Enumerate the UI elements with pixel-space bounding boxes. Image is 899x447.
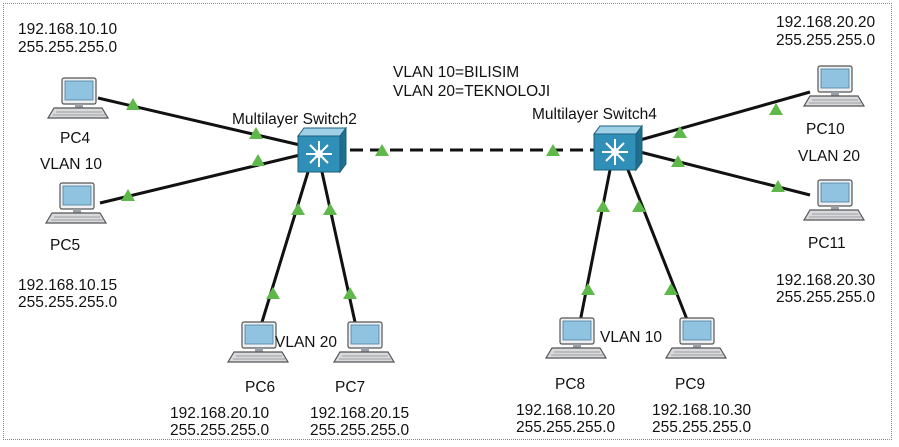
vlan-legend: VLAN 10=BILISIM VLAN 20=TEKNOLOJI xyxy=(393,64,550,100)
pc9-mask: 255.255.255.0 xyxy=(652,419,752,436)
pc8[interactable]: PC8 192.168.10.20 255.255.255.0 xyxy=(516,317,616,436)
pc11[interactable]: PC11 192.168.20.30 255.255.255.0 xyxy=(776,179,876,306)
pc9-name: PC9 xyxy=(675,376,705,393)
pc7-ip: 192.168.20.15 xyxy=(310,405,409,422)
link-up-icon xyxy=(323,203,337,215)
link-up-icon xyxy=(266,287,280,299)
pc-icon xyxy=(665,317,727,359)
legend-vlan20: VLAN 20=TEKNOLOJI xyxy=(393,83,550,100)
pc11-mask: 255.255.255.0 xyxy=(776,289,876,306)
pc9[interactable]: PC9 192.168.10.30 255.255.255.0 xyxy=(652,317,752,436)
pc11-ip: 192.168.20.30 xyxy=(776,272,876,289)
link-pc7-switch2 xyxy=(320,171,357,323)
pc5-name: PC5 xyxy=(50,237,80,254)
pc7-mask: 255.255.255.0 xyxy=(310,422,410,439)
legend-vlan10: VLAN 10=BILISIM xyxy=(393,64,519,81)
link-up-icon xyxy=(343,287,357,299)
vlan-label-bottom-right: VLAN 10 xyxy=(600,329,662,346)
pc-icon xyxy=(803,65,865,107)
pc7[interactable]: PC7 192.168.20.15 255.255.255.0 xyxy=(310,321,410,439)
pc10-name: PC10 xyxy=(806,121,845,138)
pc10[interactable]: 192.168.20.20 255.255.255.0 PC10 xyxy=(776,14,876,138)
links xyxy=(97,90,811,323)
pc11-name: PC11 xyxy=(808,235,846,252)
pc10-ip: 192.168.20.20 xyxy=(776,14,876,31)
vlan-label-right: VLAN 20 xyxy=(798,148,860,165)
pc4-ip: 192.168.10.10 xyxy=(18,21,118,38)
pc4-mask: 255.255.255.0 xyxy=(18,39,118,56)
vlan-label-bottom-left: VLAN 20 xyxy=(275,334,337,351)
link-pc9-switch4 xyxy=(626,169,690,323)
pc4-name: PC4 xyxy=(60,130,91,147)
link-pc6-switch2 xyxy=(260,171,310,323)
pc-icon xyxy=(545,317,607,359)
multilayer-switch-icon xyxy=(297,127,347,173)
pc-icon xyxy=(45,182,107,224)
pc6-name: PC6 xyxy=(245,379,275,396)
pc6-ip: 192.168.20.10 xyxy=(170,405,270,422)
canvas-border xyxy=(3,3,892,440)
link-pc11-switch4 xyxy=(639,150,811,197)
pc5[interactable]: PC5 192.168.10.15 255.255.255.0 xyxy=(18,182,118,311)
pc10-mask: 255.255.255.0 xyxy=(776,32,876,49)
switch4[interactable]: Multilayer Switch4 xyxy=(532,106,657,171)
switch4-name: Multilayer Switch4 xyxy=(532,106,657,123)
vlan-label-left: VLAN 10 xyxy=(40,156,102,173)
switch2[interactable]: Multilayer Switch2 xyxy=(232,111,357,173)
link-up-icon xyxy=(632,200,646,212)
pc6[interactable]: PC6 192.168.20.10 255.255.255.0 xyxy=(170,321,289,439)
switch2-name: Multilayer Switch2 xyxy=(232,111,357,128)
pc-icon xyxy=(803,179,865,221)
link-up-icon xyxy=(769,103,783,115)
pc5-mask: 255.255.255.0 xyxy=(18,294,118,311)
pc-icon xyxy=(333,321,395,363)
link-up-icon xyxy=(251,154,265,166)
link-pc8-switch4 xyxy=(578,169,612,323)
link-pc5-switch2 xyxy=(99,153,301,205)
pc5-ip: 192.168.10.15 xyxy=(18,277,117,294)
multilayer-switch-icon xyxy=(593,125,643,171)
pc8-ip: 192.168.10.20 xyxy=(516,402,616,419)
pc6-mask: 255.255.255.0 xyxy=(170,422,270,439)
pc4[interactable]: 192.168.10.10 255.255.255.0 PC4 xyxy=(18,21,118,147)
pc8-mask: 255.255.255.0 xyxy=(516,419,616,436)
link-pc10-switch4 xyxy=(639,90,811,142)
pc7-name: PC7 xyxy=(335,379,365,396)
link-up-icon xyxy=(596,200,610,212)
link-up-icon xyxy=(291,203,305,215)
link-up-icon xyxy=(581,283,595,295)
pc9-ip: 192.168.10.30 xyxy=(652,402,752,419)
pc8-name: PC8 xyxy=(555,376,585,393)
